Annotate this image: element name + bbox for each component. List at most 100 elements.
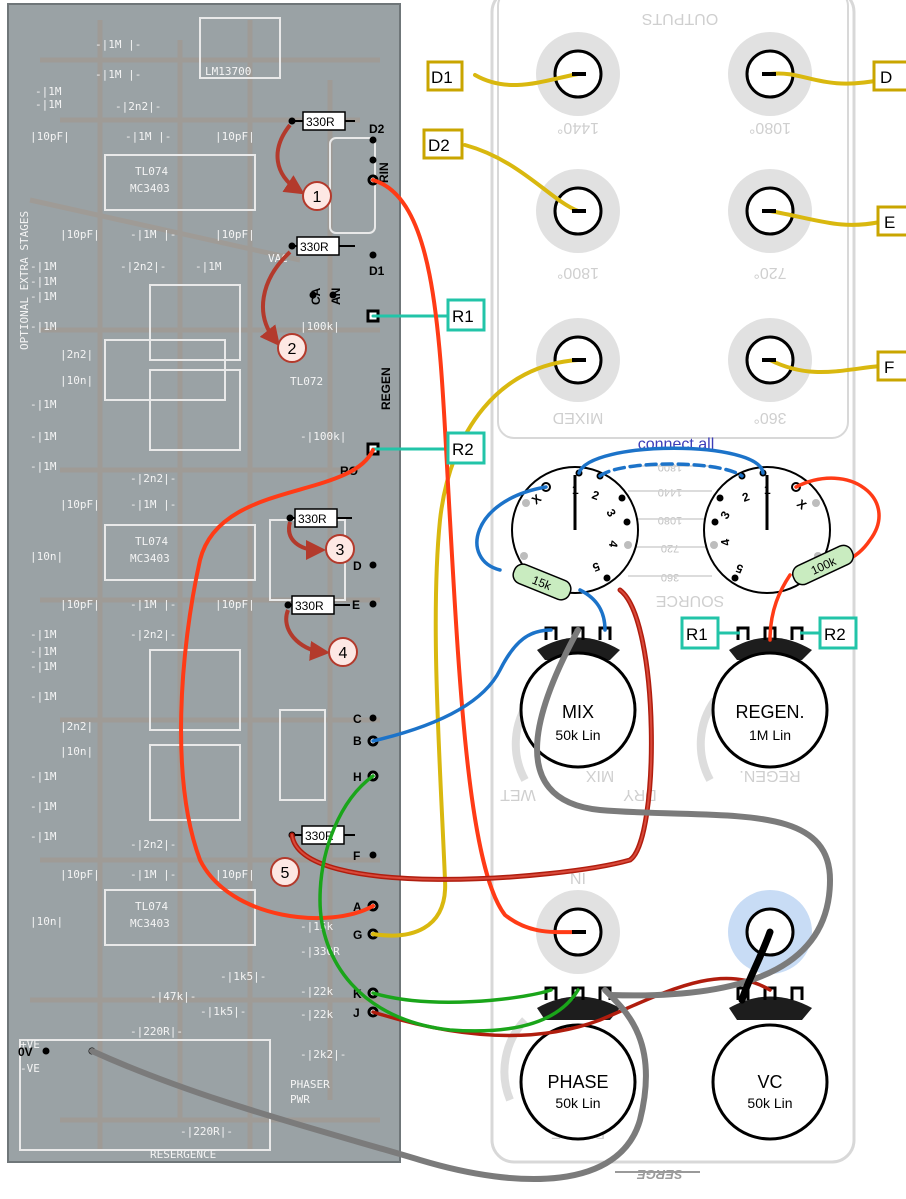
svg-text:|10pF|: |10pF| xyxy=(215,868,255,881)
pad-ca-label: CA xyxy=(309,287,323,305)
svg-text:|10pF|: |10pF| xyxy=(60,868,100,881)
svg-text:-|1M |-: -|1M |- xyxy=(95,68,141,81)
pot-phase-value: 50k Lin xyxy=(555,1095,600,1111)
svg-text:|2n2|: |2n2| xyxy=(60,720,93,733)
pcb-side-label: OPTIONAL EXTRA STAGES xyxy=(18,211,31,350)
scale-1080: 1080 xyxy=(658,514,682,526)
wire-d1 xyxy=(473,72,580,88)
svg-text:-|1M: -|1M xyxy=(30,460,57,473)
svg-text:-|2n2|-: -|2n2|- xyxy=(115,100,161,113)
panel-mix-label: MIX xyxy=(585,767,614,784)
panel-source-label: SOURCE xyxy=(656,592,724,609)
pot-regen[interactable]: REGEN. 1M Lin xyxy=(711,626,829,769)
svg-text:-|1M: -|1M xyxy=(30,628,57,641)
panel-1440-label: 1440° xyxy=(557,119,599,136)
svg-text:-|1M |-: -|1M |- xyxy=(130,498,176,511)
pot-vc-value: 50k Lin xyxy=(747,1095,792,1111)
wire-d2 xyxy=(463,143,580,213)
svg-text:-|2n2|-: -|2n2|- xyxy=(130,472,176,485)
svg-text:|10n|: |10n| xyxy=(60,374,93,387)
svg-text:|100k|: |100k| xyxy=(300,320,340,333)
ic-tl074-b-line2: MC3403 xyxy=(130,552,170,565)
svg-text:-|47k|-: -|47k|- xyxy=(150,990,196,1003)
wire-f xyxy=(768,358,882,375)
pot-mix-name: MIX xyxy=(562,702,594,722)
pot-vc-name: VC xyxy=(757,1072,782,1092)
svg-text:4: 4 xyxy=(339,645,348,662)
pad-0v-label: 0V xyxy=(18,1045,33,1059)
label-d: D xyxy=(872,60,906,92)
svg-text:|10n|: |10n| xyxy=(30,550,63,563)
label-f: F xyxy=(876,350,906,382)
switch-wafer-left[interactable]: X 1 2 3 4 5 xyxy=(511,466,639,594)
resistor-label: 330R xyxy=(295,599,324,613)
svg-text:-|1M: -|1M xyxy=(30,770,57,783)
pad-e-label: E xyxy=(352,598,360,612)
pot-phase[interactable]: PHASE 50k Lin xyxy=(519,986,637,1141)
step-1-marker: 1 xyxy=(302,181,332,211)
step-3-marker: 3 xyxy=(325,534,355,564)
svg-text:|10pF|: |10pF| xyxy=(30,130,70,143)
svg-text:-|1M: -|1M xyxy=(35,98,62,111)
wafer-left-pos-5: 5 xyxy=(590,559,601,575)
step-markers: 1 2 3 4 5 xyxy=(270,181,358,887)
wafer-left-pos-4: 4 xyxy=(606,539,621,548)
pcb-phaser-label-2: PWR xyxy=(290,1093,310,1106)
resistor-label: 330R xyxy=(300,240,329,254)
resistor-15k: 15k xyxy=(512,563,572,601)
ic-tl074-a-line2: MC3403 xyxy=(130,182,170,195)
svg-text:E: E xyxy=(884,213,895,232)
ic-tl074-b-line1: TL074 xyxy=(135,535,168,548)
pcb-pos-label: +VE xyxy=(20,1038,40,1051)
wire-vc-jack xyxy=(738,928,774,1004)
svg-text:-|220R|-: -|220R|- xyxy=(180,1125,233,1138)
wire-ro-a xyxy=(179,448,375,921)
svg-text:-|1M |-: -|1M |- xyxy=(125,130,171,143)
svg-text:-|1M: -|1M xyxy=(30,800,57,813)
svg-text:-|2n2|-: -|2n2|- xyxy=(130,628,176,641)
panel-720-label: 720° xyxy=(753,264,786,281)
pad-a-label: A xyxy=(353,900,362,914)
resistor-label: 330R xyxy=(305,829,334,843)
label-e: E xyxy=(876,205,906,237)
pot-phase-name: PHASE xyxy=(547,1072,608,1092)
resistor-label: 330R xyxy=(306,115,335,129)
step-5-marker: 5 xyxy=(270,857,300,887)
svg-text:-|2n2|-: -|2n2|- xyxy=(120,260,166,273)
wire-15k-mix xyxy=(578,588,607,632)
panel-1080-label: 1080° xyxy=(749,119,791,136)
pad-an-label: AN xyxy=(329,288,343,305)
label-d1: D1 xyxy=(426,60,464,92)
svg-text:2: 2 xyxy=(288,341,297,358)
svg-text:-|1M |-: -|1M |- xyxy=(130,598,176,611)
panel-regen-label: REGEN. xyxy=(739,767,800,784)
pot-vc[interactable]: VC 50k Lin xyxy=(711,986,829,1141)
wire-connect-1 xyxy=(577,446,765,475)
pad-d1-label: D1 xyxy=(369,264,385,278)
wire-f-switch-inner xyxy=(291,589,653,881)
wafer-right-pos-5: 5 xyxy=(734,561,745,577)
pcb-bottom-label: RESERGENCE xyxy=(150,1148,216,1161)
wire-x-15k xyxy=(475,485,548,572)
svg-text:R2: R2 xyxy=(824,625,846,644)
switch-resistors: 15k 100k xyxy=(512,544,855,601)
svg-text:-|1M: -|1M xyxy=(30,660,57,673)
svg-text:|10pF|: |10pF| xyxy=(60,228,100,241)
svg-text:R1: R1 xyxy=(452,307,474,326)
svg-text:-|1M |-: -|1M |- xyxy=(130,868,176,881)
wire-d xyxy=(768,71,882,86)
label-d2: D2 xyxy=(422,128,464,160)
wire-k-phase xyxy=(371,988,553,1004)
resistor-330r-3: 330R xyxy=(290,508,352,528)
jack-label-boxes: D1 D2 D E F R1 R2 R1 R2 xyxy=(422,60,906,650)
wafer-right-pos-1: 1 xyxy=(764,483,771,497)
switch-wafer-right[interactable]: X 1 2 3 4 5 xyxy=(703,466,831,594)
pad-k-label: K xyxy=(353,987,362,1001)
scale-1440: 1440 xyxy=(658,486,682,498)
svg-text:|10n|: |10n| xyxy=(30,915,63,928)
svg-text:5: 5 xyxy=(281,865,290,882)
svg-text:-|1k5|-: -|1k5|- xyxy=(200,1005,246,1018)
pad-f-label: F xyxy=(353,849,360,863)
pcb-board: -|1M |- -|1M |- -|1M -|1M -|2n2|- |10pF|… xyxy=(7,3,401,1163)
svg-text:-|2n2|-: -|2n2|- xyxy=(130,838,176,851)
